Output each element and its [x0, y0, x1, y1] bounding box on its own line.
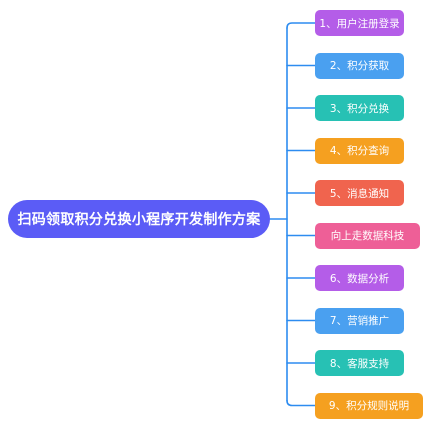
branch-node-notifications[interactable]: 5、消息通知	[315, 180, 404, 206]
branch-node-points-redemption[interactable]: 3、积分兑换	[315, 95, 404, 121]
branch-node-company[interactable]: 向上走数据科技	[315, 222, 420, 249]
branch-node-points-earning[interactable]: 2、积分获取	[315, 52, 404, 79]
branch-node-points-query[interactable]: 4、积分查询	[315, 137, 404, 164]
branch-node-points-rules[interactable]: 9、积分规则说明	[315, 392, 423, 419]
branch-node-user-registration[interactable]: 1、用户注册登录	[315, 10, 404, 36]
branch-connector	[286, 399, 316, 407]
branch-node-data-analysis[interactable]: 6、数据分析	[315, 265, 404, 291]
branch-node-customer-service[interactable]: 8、客服支持	[315, 350, 404, 376]
branch-connector	[286, 22, 316, 29]
root-node[interactable]: 扫码领取积分兑换小程序开发制作方案	[8, 200, 270, 238]
branch-node-marketing[interactable]: 7、营销推广	[315, 307, 404, 334]
